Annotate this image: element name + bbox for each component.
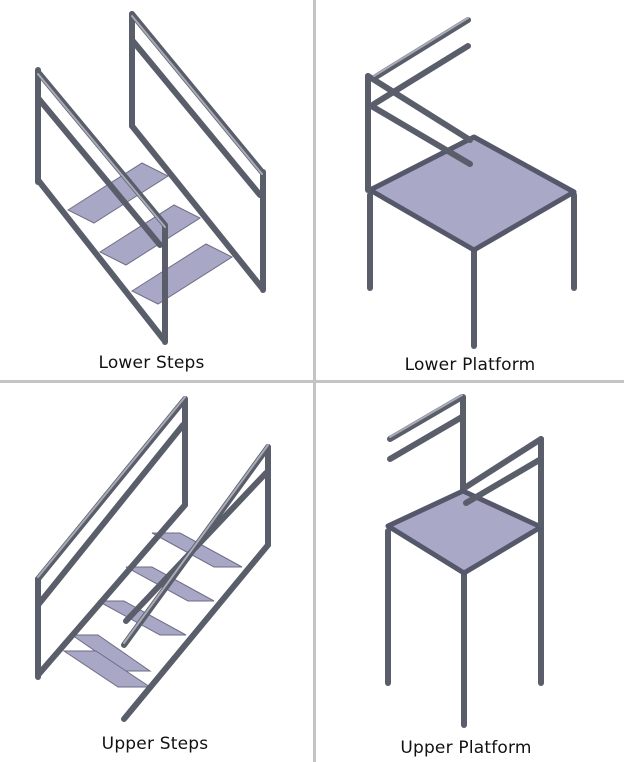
right-stringer bbox=[121, 542, 271, 722]
left-stringer bbox=[35, 502, 188, 678]
left-handrail-mid bbox=[35, 422, 186, 608]
handrail-extension bbox=[371, 43, 471, 107]
caption-lower-steps: Lower Steps bbox=[98, 353, 205, 373]
right-handrail-mid bbox=[129, 37, 263, 198]
rail-mid bbox=[365, 101, 473, 167]
handrail-extension bbox=[371, 17, 471, 81]
upper-platform-drawing bbox=[385, 394, 544, 728]
lower-platform-drawing bbox=[365, 17, 577, 349]
side-handrail-mid bbox=[387, 414, 465, 462]
side-handrail-top bbox=[387, 394, 465, 442]
panel-lower-steps: Lower Steps bbox=[0, 0, 313, 380]
caption-upper-steps: Upper Steps bbox=[101, 734, 209, 754]
panel-upper-steps: Upper Steps bbox=[0, 383, 313, 762]
left-handrail-mid bbox=[35, 95, 163, 248]
caption-lower-platform: Lower Platform bbox=[404, 355, 536, 375]
caption-upper-platform: Upper Platform bbox=[400, 738, 532, 758]
platform-deck bbox=[367, 134, 577, 253]
left-handrail-top bbox=[35, 396, 188, 582]
tread bbox=[130, 243, 234, 305]
upper-steps-drawing bbox=[35, 396, 271, 722]
right-handrail-mid bbox=[123, 470, 269, 624]
right-stringer bbox=[129, 123, 265, 291]
panel-upper-platform: Upper Platform bbox=[316, 383, 624, 762]
front-handrail-top bbox=[463, 436, 544, 490]
right-handrail-top bbox=[129, 11, 265, 175]
left-stringer bbox=[35, 177, 167, 343]
rail-top bbox=[365, 73, 473, 143]
panel-lower-platform: Lower Platform bbox=[316, 0, 624, 380]
left-handrail-top bbox=[35, 69, 168, 228]
front-handrail-mid bbox=[463, 456, 544, 506]
lower-steps-drawing bbox=[35, 11, 266, 345]
horizontal-divider bbox=[0, 380, 624, 383]
